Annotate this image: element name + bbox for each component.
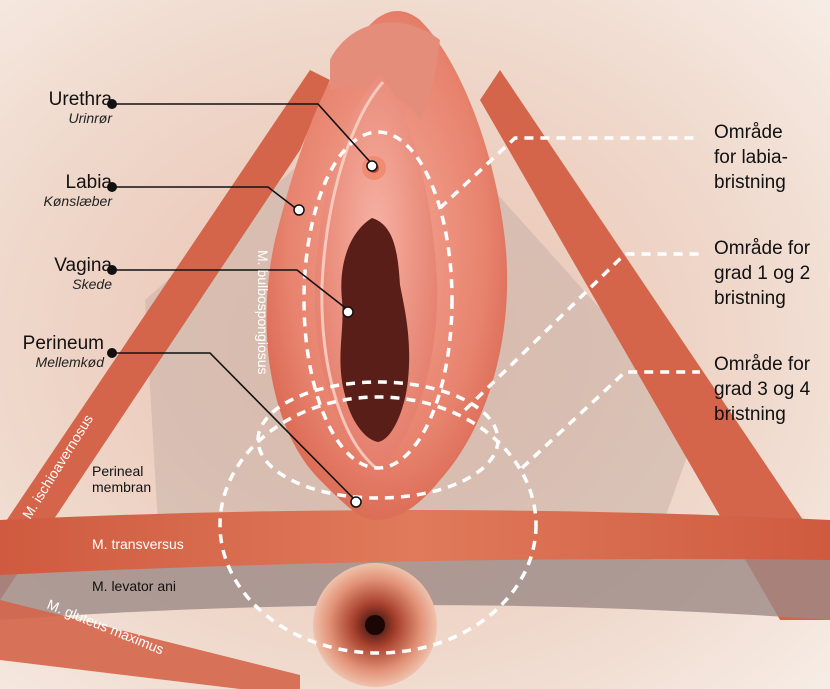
perineal-membrane-label: Perineal membran [92,463,151,495]
label-perineum: Perineum Mellemkød [23,334,104,370]
vagina-danish: Skede [54,277,112,292]
label-vagina: Vagina Skede [54,256,112,292]
perineum-name: Perineum [23,334,104,355]
urethra-marker [367,161,377,171]
urethra-danish: Urinrør [49,111,112,126]
vagina-name: Vagina [54,256,112,277]
perineum-dot [107,348,117,358]
labia-marker [294,205,304,215]
vagina-marker [343,307,353,317]
label-urethra: Urethra Urinrør [49,90,112,126]
perineum-marker [351,497,361,507]
zone-grade34-label: Område for grad 3 og 4 bristning [714,352,810,427]
label-labia: Labia Kønslæber [44,173,112,209]
transversus-label: M. transversus [92,536,184,552]
urethra-name: Urethra [49,90,112,111]
perineum-danish: Mellemkød [23,355,104,370]
levator-label: M. levator ani [92,578,176,594]
zone-labia-label: Område for labia- bristning [714,120,788,195]
labia-danish: Kønslæber [44,194,112,209]
bulbospongiosus-label: M. bulbospongiosus [255,250,271,375]
labia-name: Labia [44,173,112,194]
zone-grade12-label: Område for grad 1 og 2 bristning [714,236,810,311]
